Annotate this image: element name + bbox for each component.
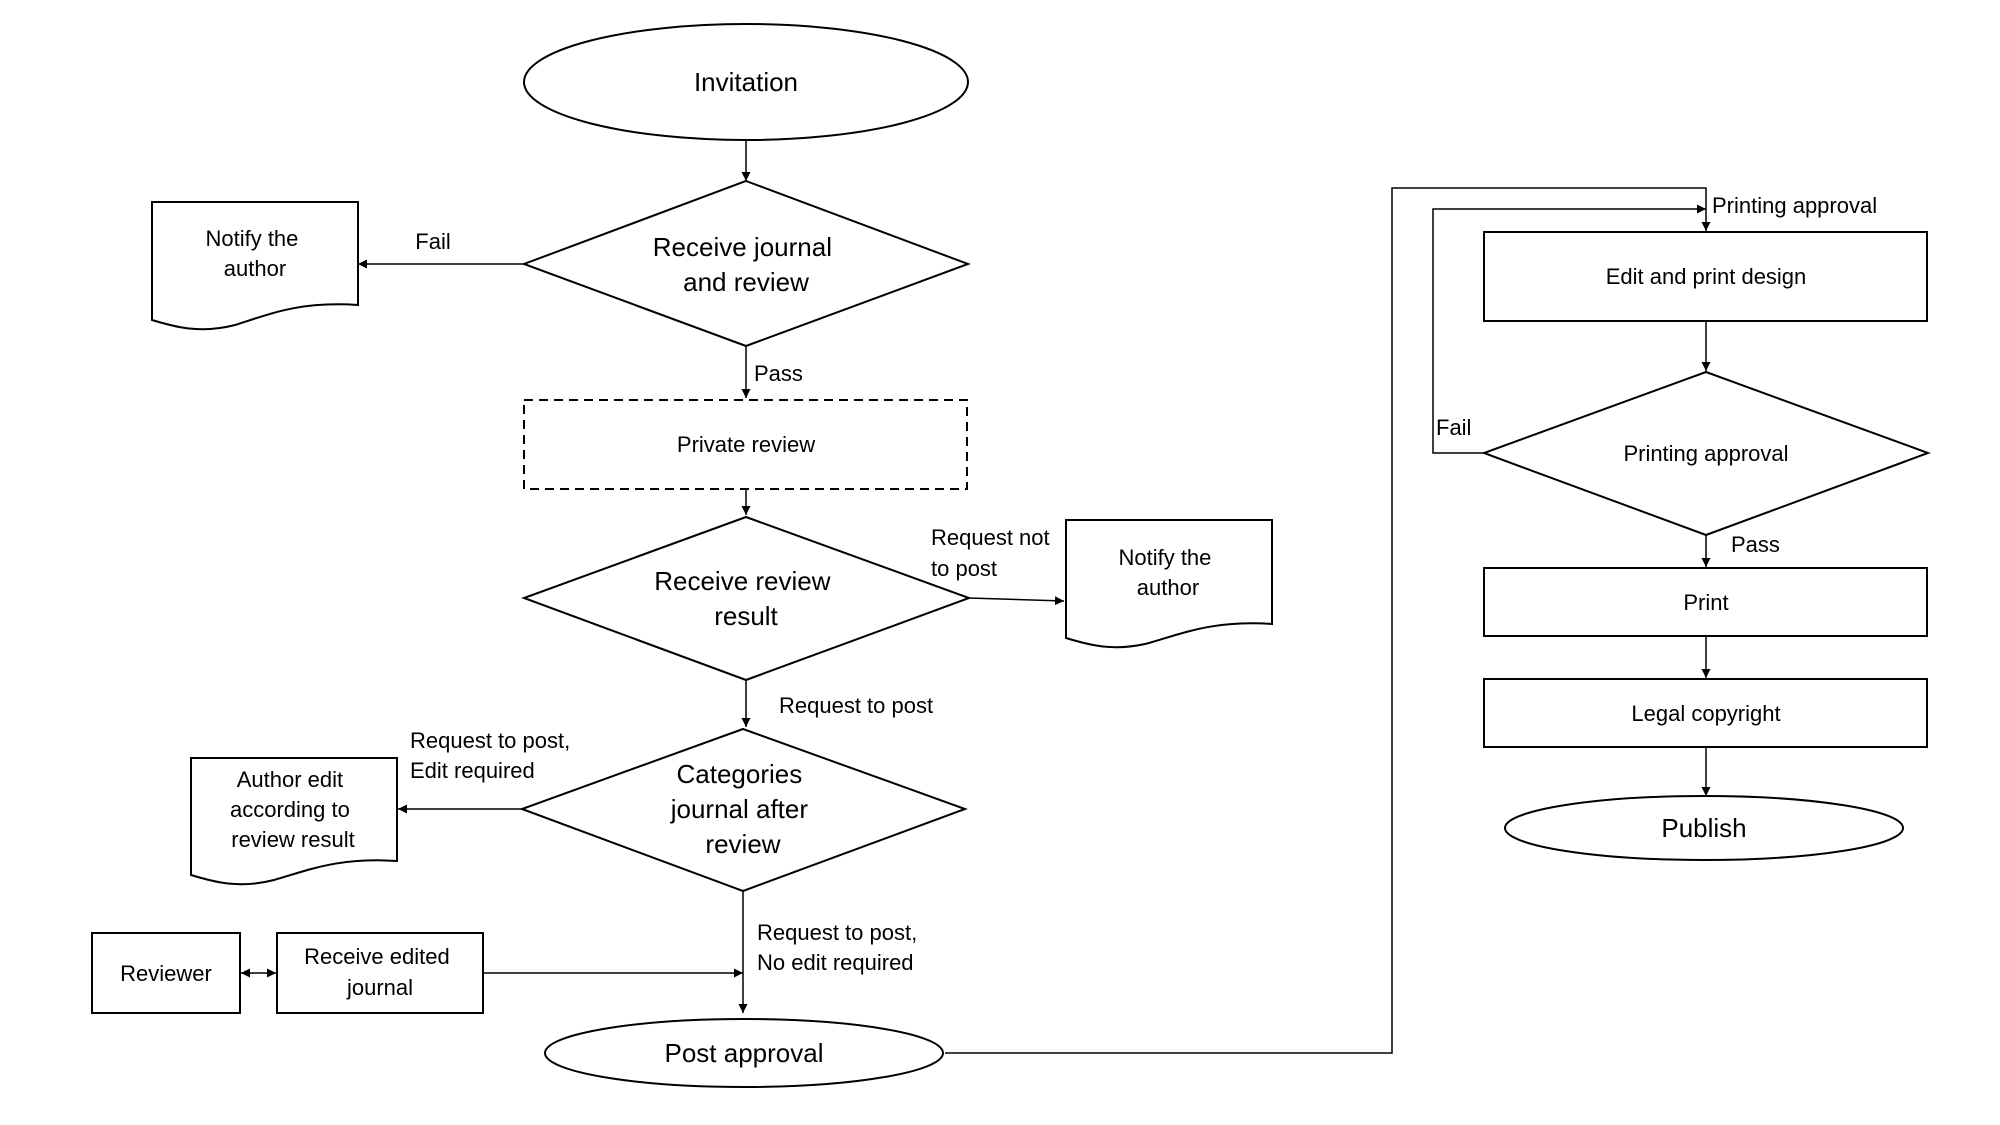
node-author-edit-line-2: according to [230,797,350,822]
svg-text:Notify the author: Notify the author [1118,545,1217,600]
edge-label-edit-required-line-2: Edit required [410,758,535,783]
svg-text:Request to post, Edit re: Request to post, Edit required [410,728,576,783]
edge-label-edit-required-line-1: Request to post, [410,728,570,753]
node-author-edit: Author edit according to review result [190,757,398,886]
edge-label-no-edit-required-line-1: Request to post, [757,920,917,945]
svg-text:Request not to post: Request not to post [931,525,1056,581]
node-private-review: Private review [523,399,968,490]
node-notify-author-2: Notify the author [1065,519,1273,649]
svg-text:Request to post, No edit: Request to post, No edit required [757,920,923,975]
svg-text:Categories journal aft: Categories journal after review [670,759,816,859]
node-author-edit-line-1: Author edit [237,767,343,792]
edge-label-no-edit-required-line-2: No edit required [757,950,914,975]
edge-request-not-to-post [968,596,1065,606]
node-reviewer: Reviewer [91,932,241,1014]
node-printing-approval-label: Printing approval [1623,441,1788,466]
node-receive-journal-line-2: and review [683,267,809,297]
edge-label-request-to-post: Request to post [779,693,933,718]
node-printing-approval: Printing approval [1481,370,1931,537]
node-notify-author-2-line-1: Notify the [1118,545,1211,570]
node-receive-review-result-line-1: Receive review [654,566,831,596]
edges [241,140,1711,1054]
node-receive-journal: Receive journal and review [521,179,971,348]
node-notify-author-1: Notify the author [151,201,359,331]
node-author-edit-line-3: review result [231,827,354,852]
edge-label-pass-2: Pass [1731,532,1780,557]
node-post-approval: Post approval [544,1018,944,1088]
svg-text:Receive review result: Receive review result [654,566,838,631]
node-edit-print-design-label: Edit and print design [1606,264,1807,289]
edge-label-printing-approval-in: Printing approval [1712,193,1877,218]
edge-post-approval-to-printing [945,187,1711,1054]
node-publish: Publish [1504,795,1904,861]
node-notify-author-1-line-1: Notify the [205,226,298,251]
node-print-label: Print [1683,590,1728,615]
edge-label-request-not-to-post-line-2: to post [931,556,997,581]
node-categories-line-1: Categories [677,759,803,789]
node-categories-line-2: journal after [670,794,809,824]
edge-label-request-not-to-post-line-1: Request not [931,525,1050,550]
node-receive-journal-line-1: Receive journal [653,232,832,262]
svg-text:Notify the author: Notify the author [205,226,304,281]
svg-text:Author edit according: Author edit according to review result [230,767,356,852]
node-legal-copyright: Legal copyright [1483,678,1928,748]
node-categories: Categories journal after review [519,727,968,893]
nodes: Invitation Receive journal and review No… [91,23,1931,1088]
node-legal-copyright-label: Legal copyright [1631,701,1780,726]
node-print: Print [1483,567,1928,637]
node-receive-review-result: Receive review result [521,515,972,682]
node-edit-print-design: Edit and print design [1483,231,1928,322]
node-publish-label: Publish [1661,813,1746,843]
svg-text:Receive journal and re: Receive journal and review [653,232,839,297]
edge-label-fail-2: Fail [1436,415,1471,440]
node-receive-edited-line-2: journal [346,975,413,1000]
node-post-approval-label: Post approval [665,1038,824,1068]
edge-labels: Fail Pass Request not to post Request to… [410,193,1877,975]
edge-label-fail-1: Fail [415,229,450,254]
node-notify-author-2-line-2: author [1137,575,1199,600]
node-private-review-label: Private review [677,432,815,457]
node-receive-edited-line-1: Receive edited [304,944,450,969]
edge-label-pass-1: Pass [754,361,803,386]
svg-text:Receive edited journal: Receive edited journal [304,944,456,1000]
node-invitation-label: Invitation [694,67,798,97]
node-invitation: Invitation [523,23,969,141]
edge-printing-approval-fail [1432,204,1706,454]
node-reviewer-label: Reviewer [120,961,212,986]
node-notify-author-1-line-2: author [224,256,286,281]
node-categories-line-3: review [705,829,780,859]
node-receive-edited: Receive edited journal [276,932,484,1014]
node-receive-review-result-line-2: result [714,601,778,631]
